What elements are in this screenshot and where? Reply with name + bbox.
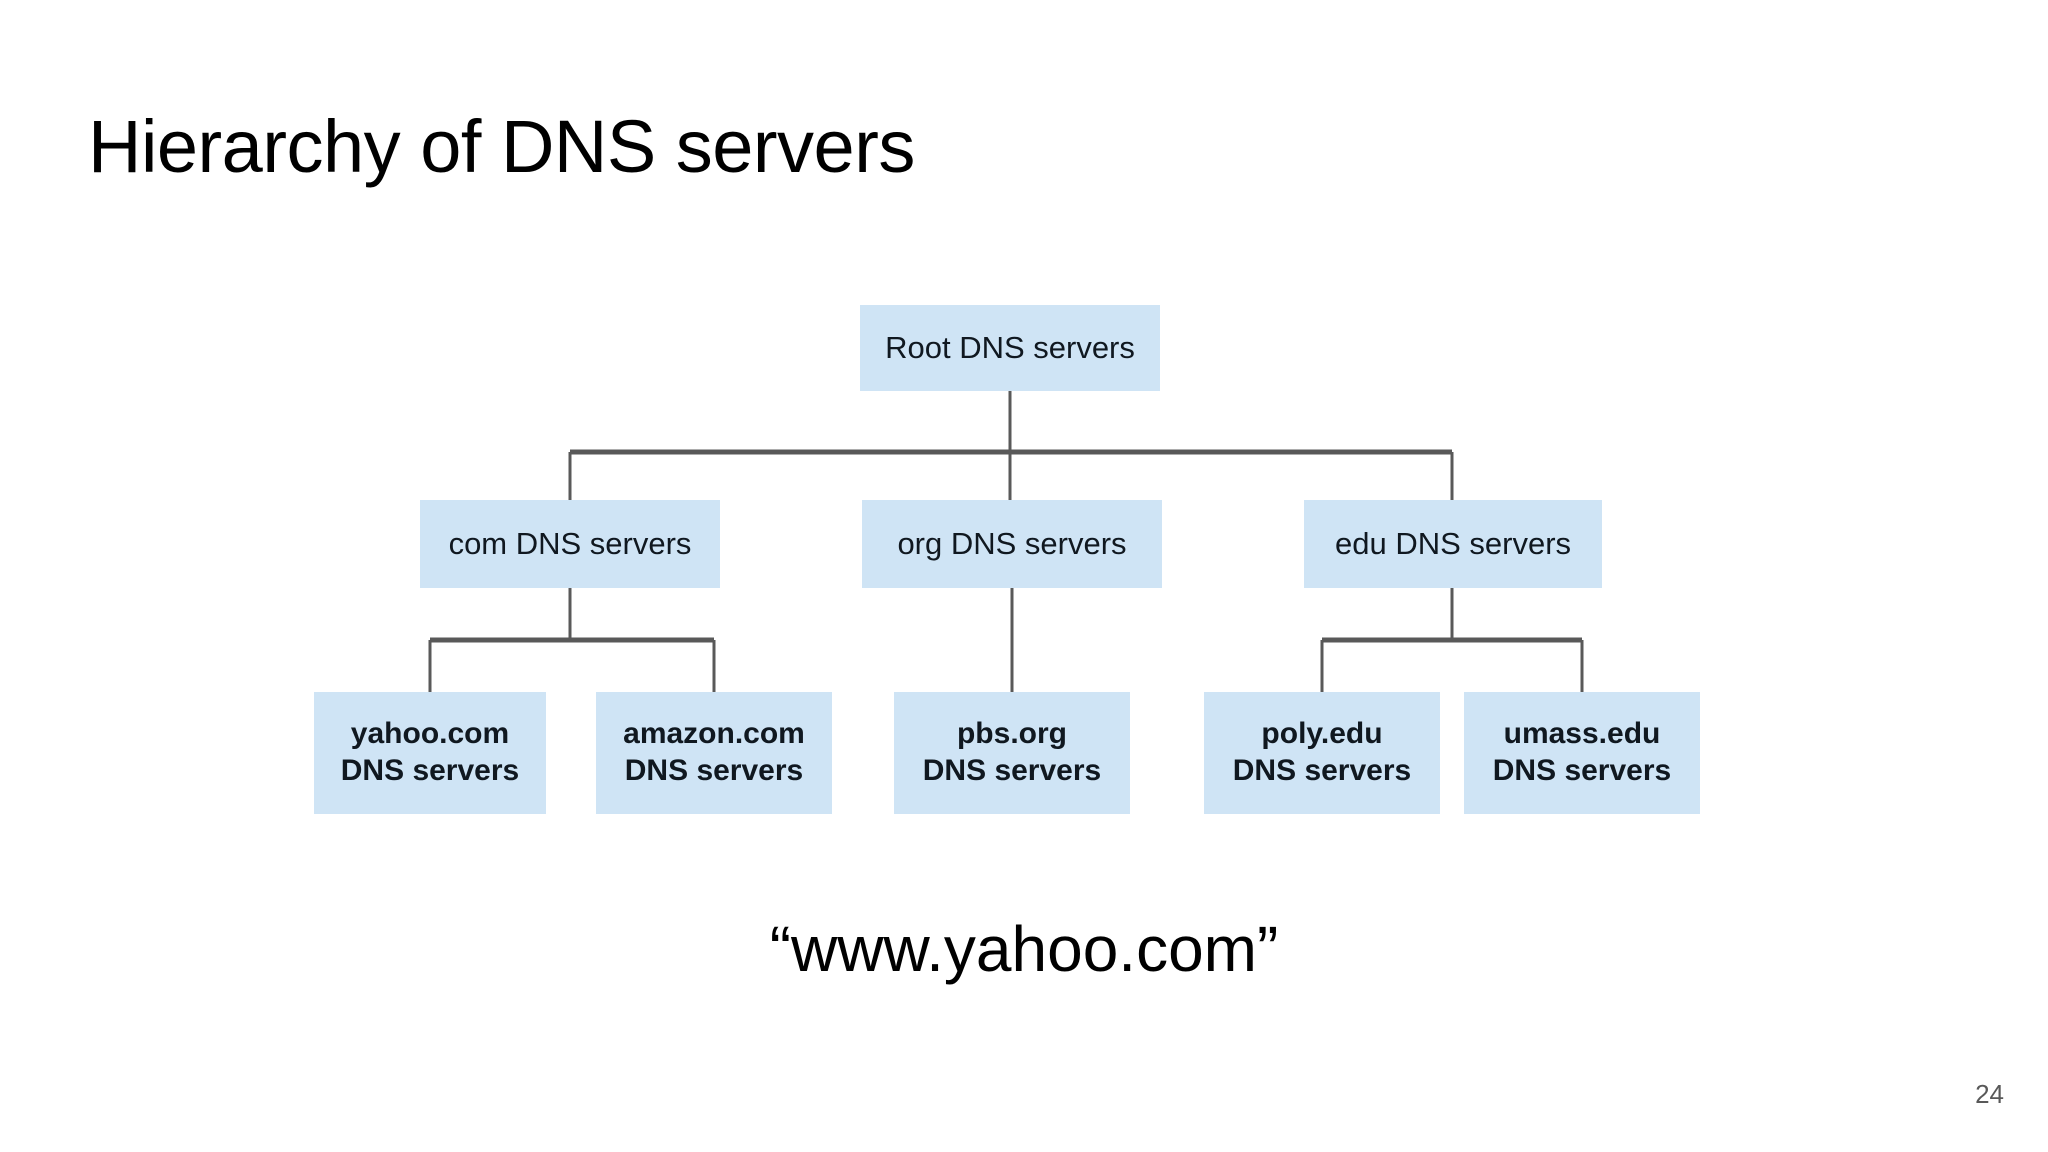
node-edu-dns-servers[interactable]: edu DNS servers	[1304, 500, 1602, 588]
page-title: Hierarchy of DNS servers	[88, 105, 915, 188]
node-yahoo-com-dns-servers[interactable]: yahoo.com DNS servers	[314, 692, 546, 814]
node-org-dns-servers[interactable]: org DNS servers	[862, 500, 1162, 588]
example-query-caption: “www.yahoo.com”	[769, 913, 1279, 985]
node-poly-edu-dns-servers[interactable]: poly.edu DNS servers	[1204, 692, 1440, 814]
node-root-dns-servers[interactable]: Root DNS servers	[860, 305, 1160, 391]
node-com-dns-servers[interactable]: com DNS servers	[420, 500, 720, 588]
node-pbs-org-dns-servers[interactable]: pbs.org DNS servers	[894, 692, 1130, 814]
node-umass-edu-dns-servers[interactable]: umass.edu DNS servers	[1464, 692, 1700, 814]
page-number: 24	[1975, 1079, 2004, 1109]
node-amazon-com-dns-servers[interactable]: amazon.com DNS servers	[596, 692, 832, 814]
